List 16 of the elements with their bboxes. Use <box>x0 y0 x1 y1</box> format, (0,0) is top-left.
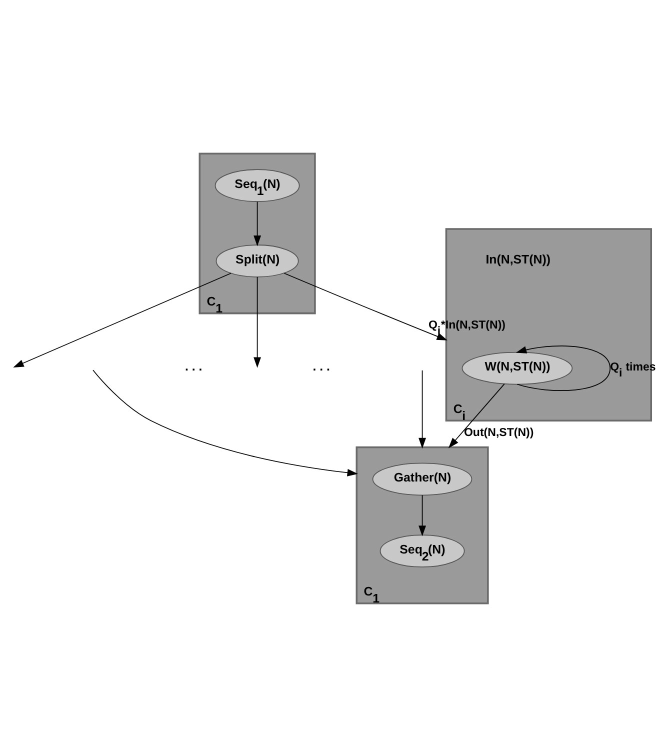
node-ellipse: Split(N) <box>216 244 299 277</box>
arrow <box>448 382 505 448</box>
arrow <box>418 494 426 536</box>
arrow <box>92 369 358 476</box>
arrow <box>254 276 262 368</box>
label: In(N,ST(N)) <box>486 252 550 266</box>
node-ellipse: Gather(N) <box>372 462 472 496</box>
arrow <box>284 272 448 340</box>
node-ellipse: W(N,ST(N)) <box>462 351 573 384</box>
arrow <box>418 369 426 448</box>
label: . . . <box>312 359 330 374</box>
edge-label: Out(N,ST(N)) <box>464 426 534 439</box>
label: . . . <box>185 359 202 374</box>
arrow <box>254 200 262 246</box>
arrow <box>516 345 611 390</box>
arrow <box>13 272 232 368</box>
